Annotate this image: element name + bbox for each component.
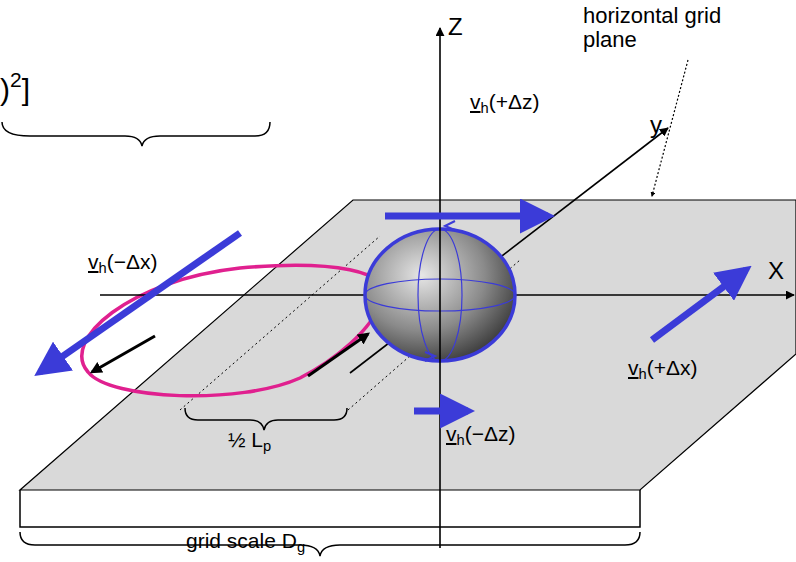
y-axis <box>350 128 668 373</box>
velocity-arrow <box>652 270 746 340</box>
velocity-arrow <box>414 408 468 415</box>
grid-scale-label: grid scale Dg <box>186 529 305 556</box>
plane-label: horizontal grid plane <box>583 4 753 52</box>
velocity-label: vh(+Δz) <box>470 90 539 117</box>
loop-arrow <box>92 336 155 372</box>
velocity-arrow <box>40 233 240 372</box>
length-label: ½ Lp <box>228 428 271 455</box>
formula-brace <box>2 122 270 146</box>
formula-fragment: )2] <box>0 68 30 106</box>
length-brace <box>185 408 347 430</box>
rotation-arrow <box>445 221 455 230</box>
velocity-arrow <box>385 213 548 220</box>
loop-arrow <box>308 334 368 376</box>
rotation-arrow <box>425 352 435 361</box>
axis-label: X <box>768 258 784 284</box>
plane-front-face <box>20 490 640 527</box>
velocity-label: vh(−Δz) <box>446 422 515 449</box>
grid-plane <box>20 200 796 490</box>
velocity-label: vh(+Δx) <box>628 356 697 383</box>
grid-brace <box>20 532 640 556</box>
axis-label: Z <box>448 14 463 40</box>
circulation-loop <box>82 265 384 395</box>
z-axis <box>439 28 441 548</box>
velocity-label: vh(−Δx) <box>88 250 157 277</box>
axis-label: y <box>650 112 662 138</box>
